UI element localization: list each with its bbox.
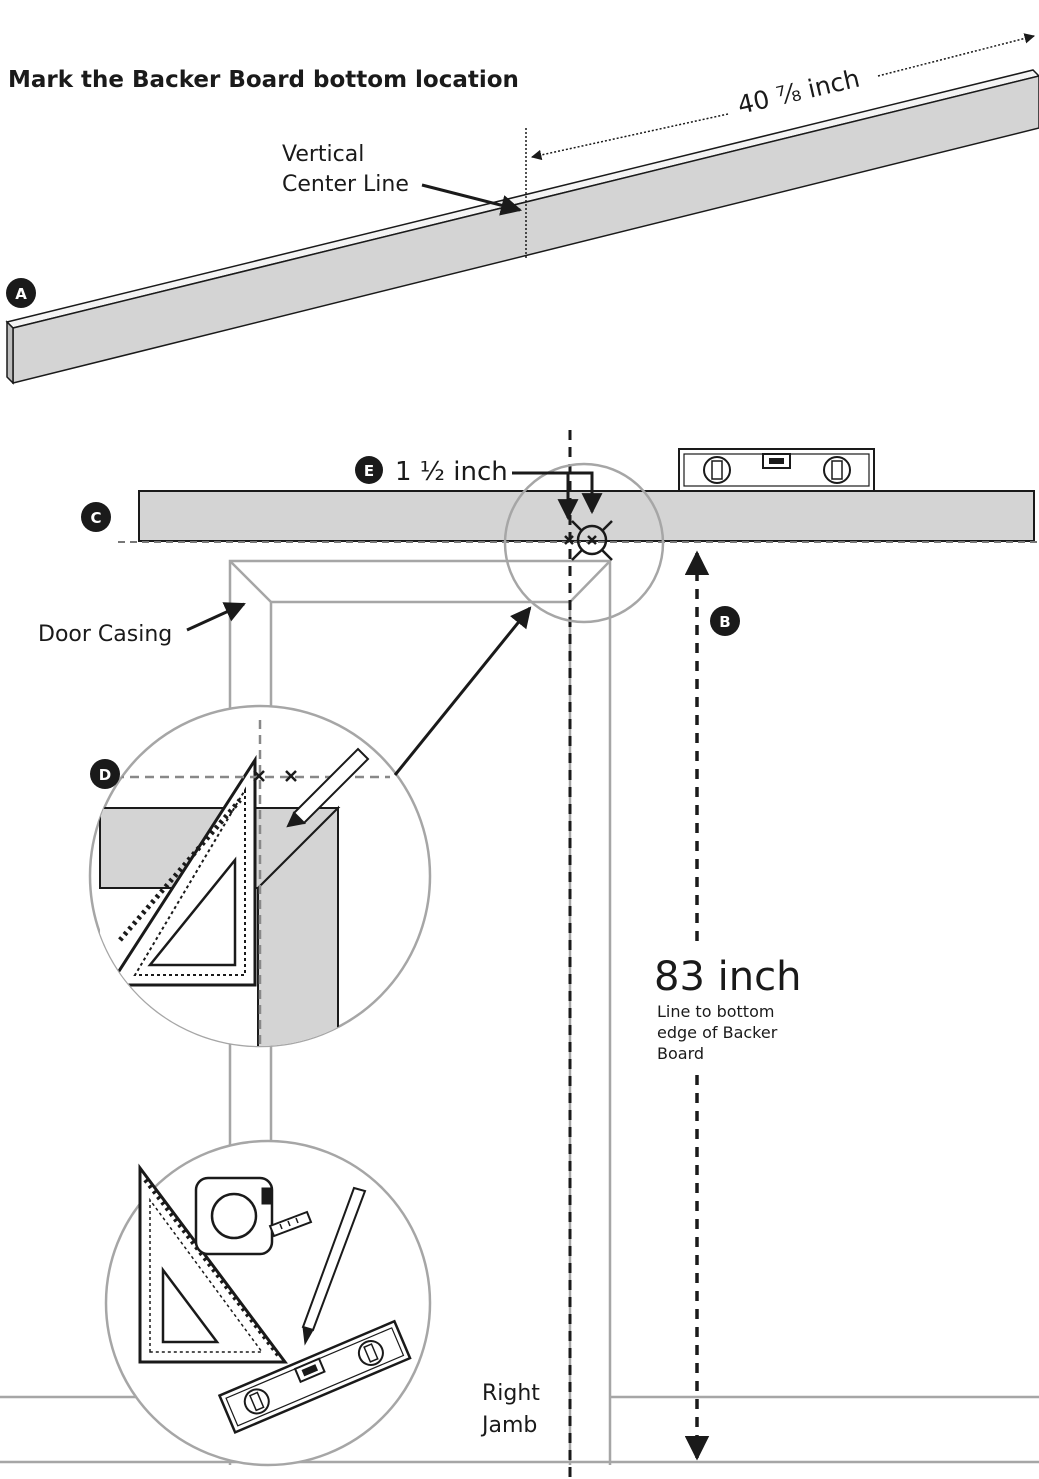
- tools-circle: [104, 1139, 432, 1467]
- pencil-icon: [301, 1186, 367, 1346]
- tape-measure-icon: [194, 1176, 313, 1256]
- dimension-83-note-2: edge of Backer: [657, 1023, 778, 1042]
- speed-square-icon: [138, 1163, 288, 1364]
- backer-board-top-face: [5, 69, 1039, 329]
- badge-d: D: [90, 759, 120, 789]
- right-jamb-label-1: Right: [482, 1381, 540, 1406]
- badge-b: B: [710, 606, 740, 636]
- level-on-board: [678, 448, 875, 492]
- badge-c-label: C: [90, 509, 101, 527]
- badge-e-label: E: [364, 462, 374, 480]
- page-title: Mark the Backer Board bottom location: [8, 67, 519, 93]
- pencil-in-detail: [286, 747, 370, 828]
- badge-d-label: D: [99, 766, 111, 784]
- dimension-e-bracket: [512, 471, 603, 515]
- detail-circle-d: [88, 704, 432, 1048]
- dimension-40-label: 40 ⁷⁄₈ inch: [735, 64, 863, 120]
- dimension-40-arrow-right: [877, 33, 1036, 77]
- door-casing-pointer: [186, 602, 246, 632]
- detail-d-pointer: [393, 606, 532, 776]
- dimension-e-label: 1 ½ inch: [395, 457, 508, 487]
- crosshair-mark: [564, 520, 613, 561]
- detail-circle-e: [503, 462, 665, 624]
- badge-a-label: A: [15, 285, 27, 303]
- backer-board-end-face: [6, 320, 14, 385]
- center-line-label-1: Vertical: [282, 142, 364, 167]
- level-icon: [217, 1319, 412, 1434]
- backer-board-c: [138, 490, 1035, 542]
- badge-b-label: B: [719, 613, 730, 631]
- badge-c: C: [81, 502, 111, 532]
- backer-board-a: [5, 69, 1039, 385]
- dimension-83-note-3: Board: [657, 1044, 704, 1063]
- door-casing-label: Door Casing: [38, 622, 172, 647]
- dimension-40-arrow-left: [530, 113, 729, 161]
- badge-a: A: [6, 278, 36, 308]
- right-jamb-label-2: Jamb: [480, 1413, 537, 1438]
- badge-e: E: [355, 456, 383, 484]
- center-line-pointer: [421, 183, 523, 216]
- center-line-label-2: Center Line: [282, 172, 409, 197]
- dimension-83-note-1: Line to bottom: [657, 1002, 774, 1021]
- dimension-83-label: 83 inch: [654, 954, 801, 1000]
